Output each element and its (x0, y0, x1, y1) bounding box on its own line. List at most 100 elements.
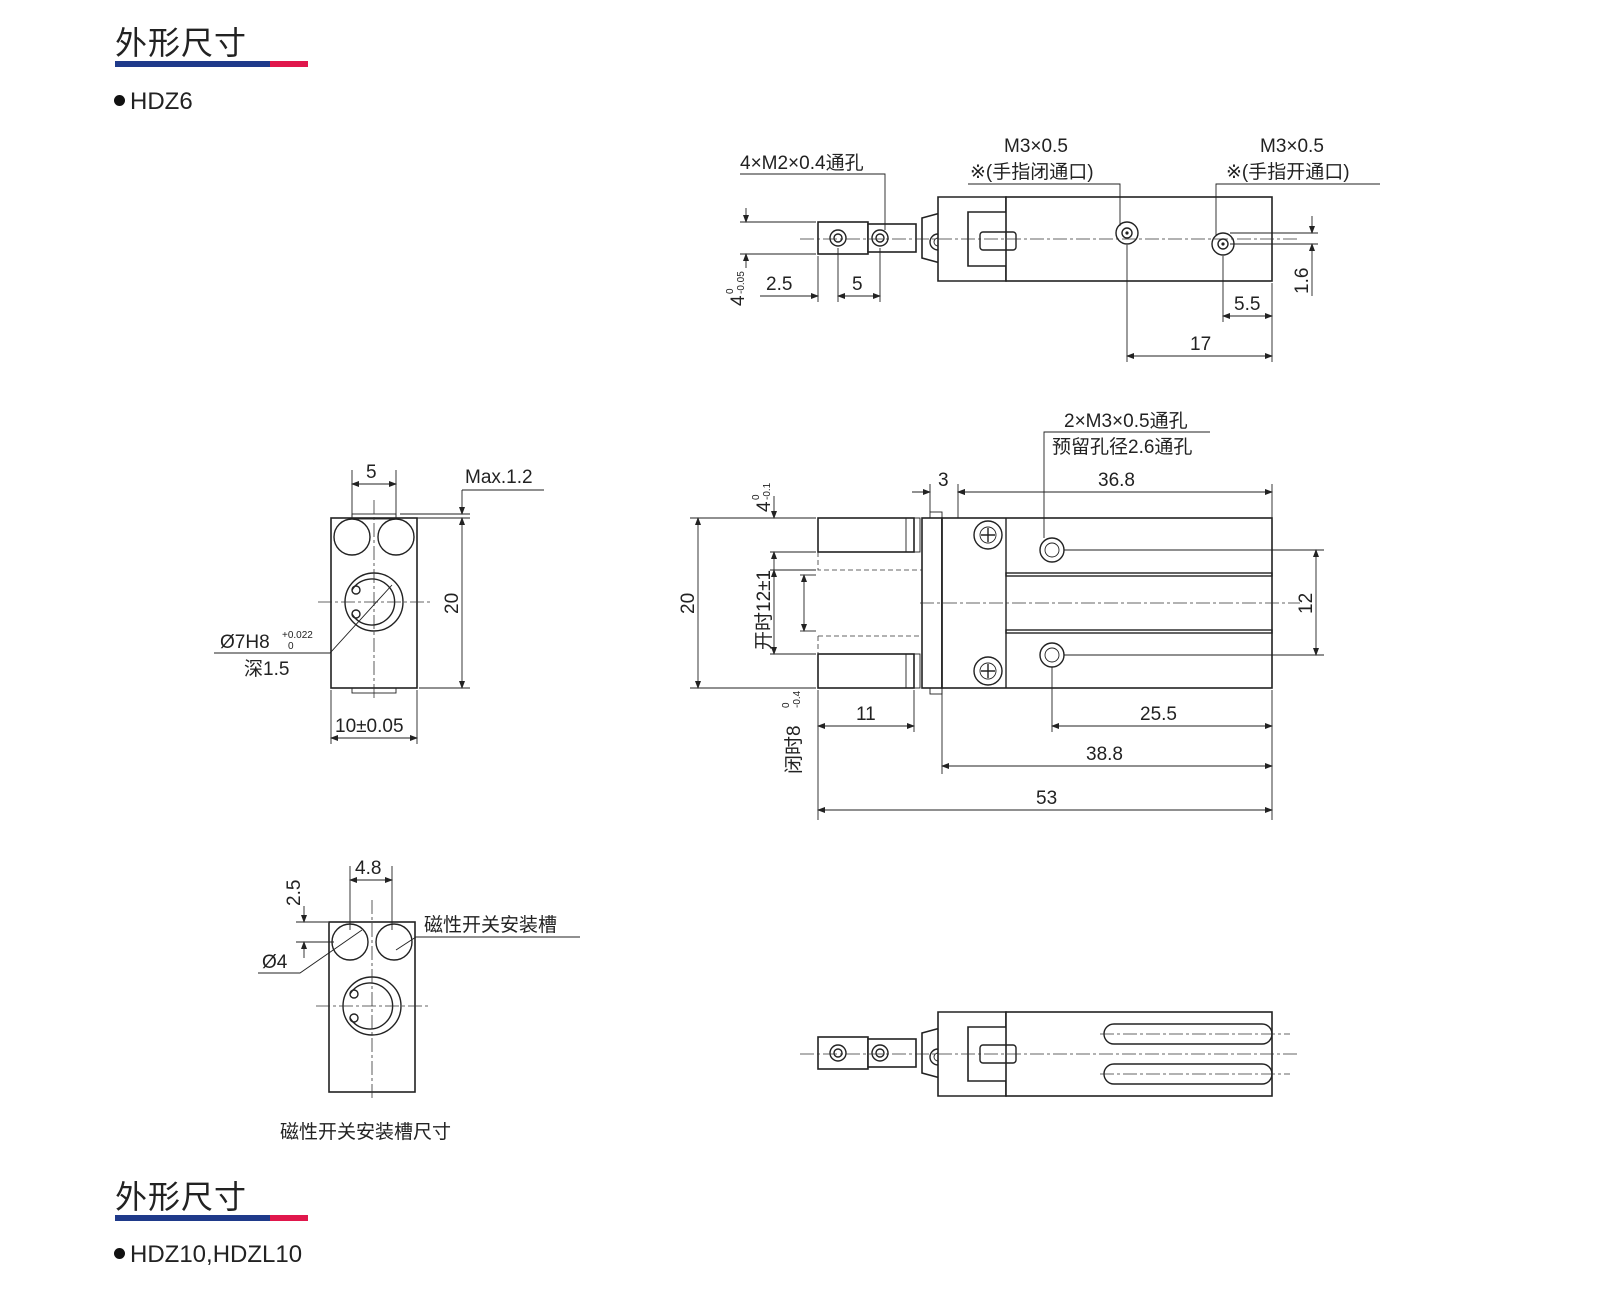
slot-circle (375, 923, 413, 961)
through-hole-inner (1044, 542, 1060, 558)
dim-20: 20 (442, 593, 463, 614)
hole-label-b: 预留孔径2.6通孔 (1052, 436, 1192, 458)
dim-5: 5 (852, 274, 863, 295)
finger-step (905, 517, 921, 553)
model-name: HDZ6 (130, 88, 193, 115)
title-underline-1 (115, 61, 308, 67)
section-title-2: 外形尺寸 (115, 1178, 248, 1216)
slot-label: 磁性开关安装槽 (424, 914, 557, 936)
dim-4-tol-dn: -0.05 (736, 271, 747, 294)
finger-lower (817, 653, 915, 689)
slot-caption: 磁性开关安装槽尺寸 (280, 1121, 451, 1143)
dim-25-5: 25.5 (1140, 704, 1177, 725)
label-port-close-a: M3×0.5 (1004, 136, 1068, 157)
mount-hole-inner (833, 1048, 843, 1058)
leader-holes (1043, 431, 1210, 538)
mount-hole (871, 229, 889, 247)
port-close-inner (1121, 227, 1133, 239)
switch-slot-lower (1103, 1063, 1273, 1085)
dim-4: 4 (754, 501, 775, 512)
underline-blue (115, 1215, 270, 1221)
cross-recess-icon (981, 664, 995, 678)
bullet-icon (114, 1248, 125, 1259)
through-hole-inner (1044, 647, 1060, 663)
model-name: HDZ10,HDZL10 (130, 1241, 303, 1268)
cross-recess-icon (981, 528, 995, 542)
dim-20: 20 (678, 593, 699, 614)
dim-4-tol-dn: -0.1 (762, 482, 773, 500)
dim-2-5: 2.5 (284, 880, 305, 906)
dim-1-6: 1.6 (1292, 268, 1313, 294)
dim-4-tol-up: 0 (751, 494, 762, 500)
dim-4-tol-up: 0 (725, 288, 736, 294)
closed-label: 闭时8 (783, 725, 805, 774)
leader-dia (258, 929, 363, 974)
finger-neck (867, 1038, 917, 1068)
label-port-close-b: ※(手指闭通口) (970, 161, 1094, 183)
finger-neck (867, 223, 917, 253)
finger-upper (817, 517, 915, 553)
open-label: 开时12±1 (753, 570, 775, 650)
dim-53: 53 (1036, 788, 1057, 809)
underline-red (270, 1215, 308, 1221)
finger-step (905, 653, 921, 689)
dim-5: 5 (366, 462, 377, 483)
finger-jaw (817, 221, 869, 255)
screw-bottom-inner (979, 662, 997, 680)
switch-slot-line (1005, 629, 1273, 634)
dim-4: 4 (728, 295, 749, 306)
dim-36-8: 36.8 (1098, 470, 1135, 491)
dim-2-5: 2.5 (766, 274, 792, 295)
underline-blue (115, 61, 270, 67)
leader-bore (214, 584, 393, 654)
closed-tol-up: 0 (781, 702, 792, 708)
piston-slot (979, 231, 1017, 251)
mount-hole (829, 1044, 847, 1062)
bore-tol-up: +0.022 (282, 630, 313, 641)
hole-label-a: 2×M3×0.5通孔 (1064, 410, 1188, 432)
bullet-icon (114, 95, 125, 106)
dim-38-8: 38.8 (1086, 744, 1123, 765)
bottom-view (800, 1011, 1300, 1097)
port-center (1221, 242, 1225, 246)
section-title-1: 外形尺寸 (115, 24, 248, 62)
label-holes: 4×M2×0.4通孔 (740, 152, 864, 174)
top-view: 4×M2×0.4通孔 M3×0.5 ※(手指闭通口) M3×0.5 ※(手指开通… (725, 136, 1380, 362)
mount-hole-inner (875, 233, 885, 243)
leader-slot (395, 936, 580, 951)
mount-hole (871, 1044, 889, 1062)
slot-view: 4.8 2.5 磁性开关安装槽 Ø4 磁性开关安装槽尺寸 (258, 858, 580, 1143)
dim-width: 10±0.05 (335, 716, 404, 737)
dim-12: 12 (1296, 593, 1317, 614)
bore-tol-dn: 0 (288, 641, 294, 652)
leader-port-close (968, 183, 1121, 226)
leader-holes (740, 173, 886, 230)
port-center (1125, 231, 1129, 235)
title-underline-2 (115, 1215, 308, 1221)
leader-port-open (1215, 183, 1380, 236)
port-close (1115, 221, 1139, 245)
screw-bottom (973, 656, 1003, 686)
slot-circle (377, 518, 415, 556)
switch-slot-upper (1103, 1023, 1273, 1045)
pin-hole (351, 585, 361, 595)
label-port-open-a: M3×0.5 (1260, 136, 1324, 157)
mount-hole-inner (833, 233, 843, 243)
mount-hole-inner (875, 1048, 885, 1058)
mount-hole (829, 229, 847, 247)
dia-label: Ø4 (262, 952, 288, 973)
dim-4-8: 4.8 (355, 858, 381, 879)
head-tab (929, 511, 943, 519)
head-tab (929, 687, 943, 695)
slot-circle (333, 518, 371, 556)
underline-red (270, 61, 308, 67)
pin-hole (351, 609, 361, 619)
dim-17: 17 (1190, 334, 1211, 355)
open-position (817, 552, 930, 654)
screw-top-inner (979, 526, 997, 544)
end-view: 5 Max.1.2 20 Ø7H8 +0.022 0 深1.5 10±0.05 (214, 462, 544, 744)
screw-top (973, 520, 1003, 550)
dim-3: 3 (938, 470, 949, 491)
finger-jaw (817, 1036, 869, 1070)
